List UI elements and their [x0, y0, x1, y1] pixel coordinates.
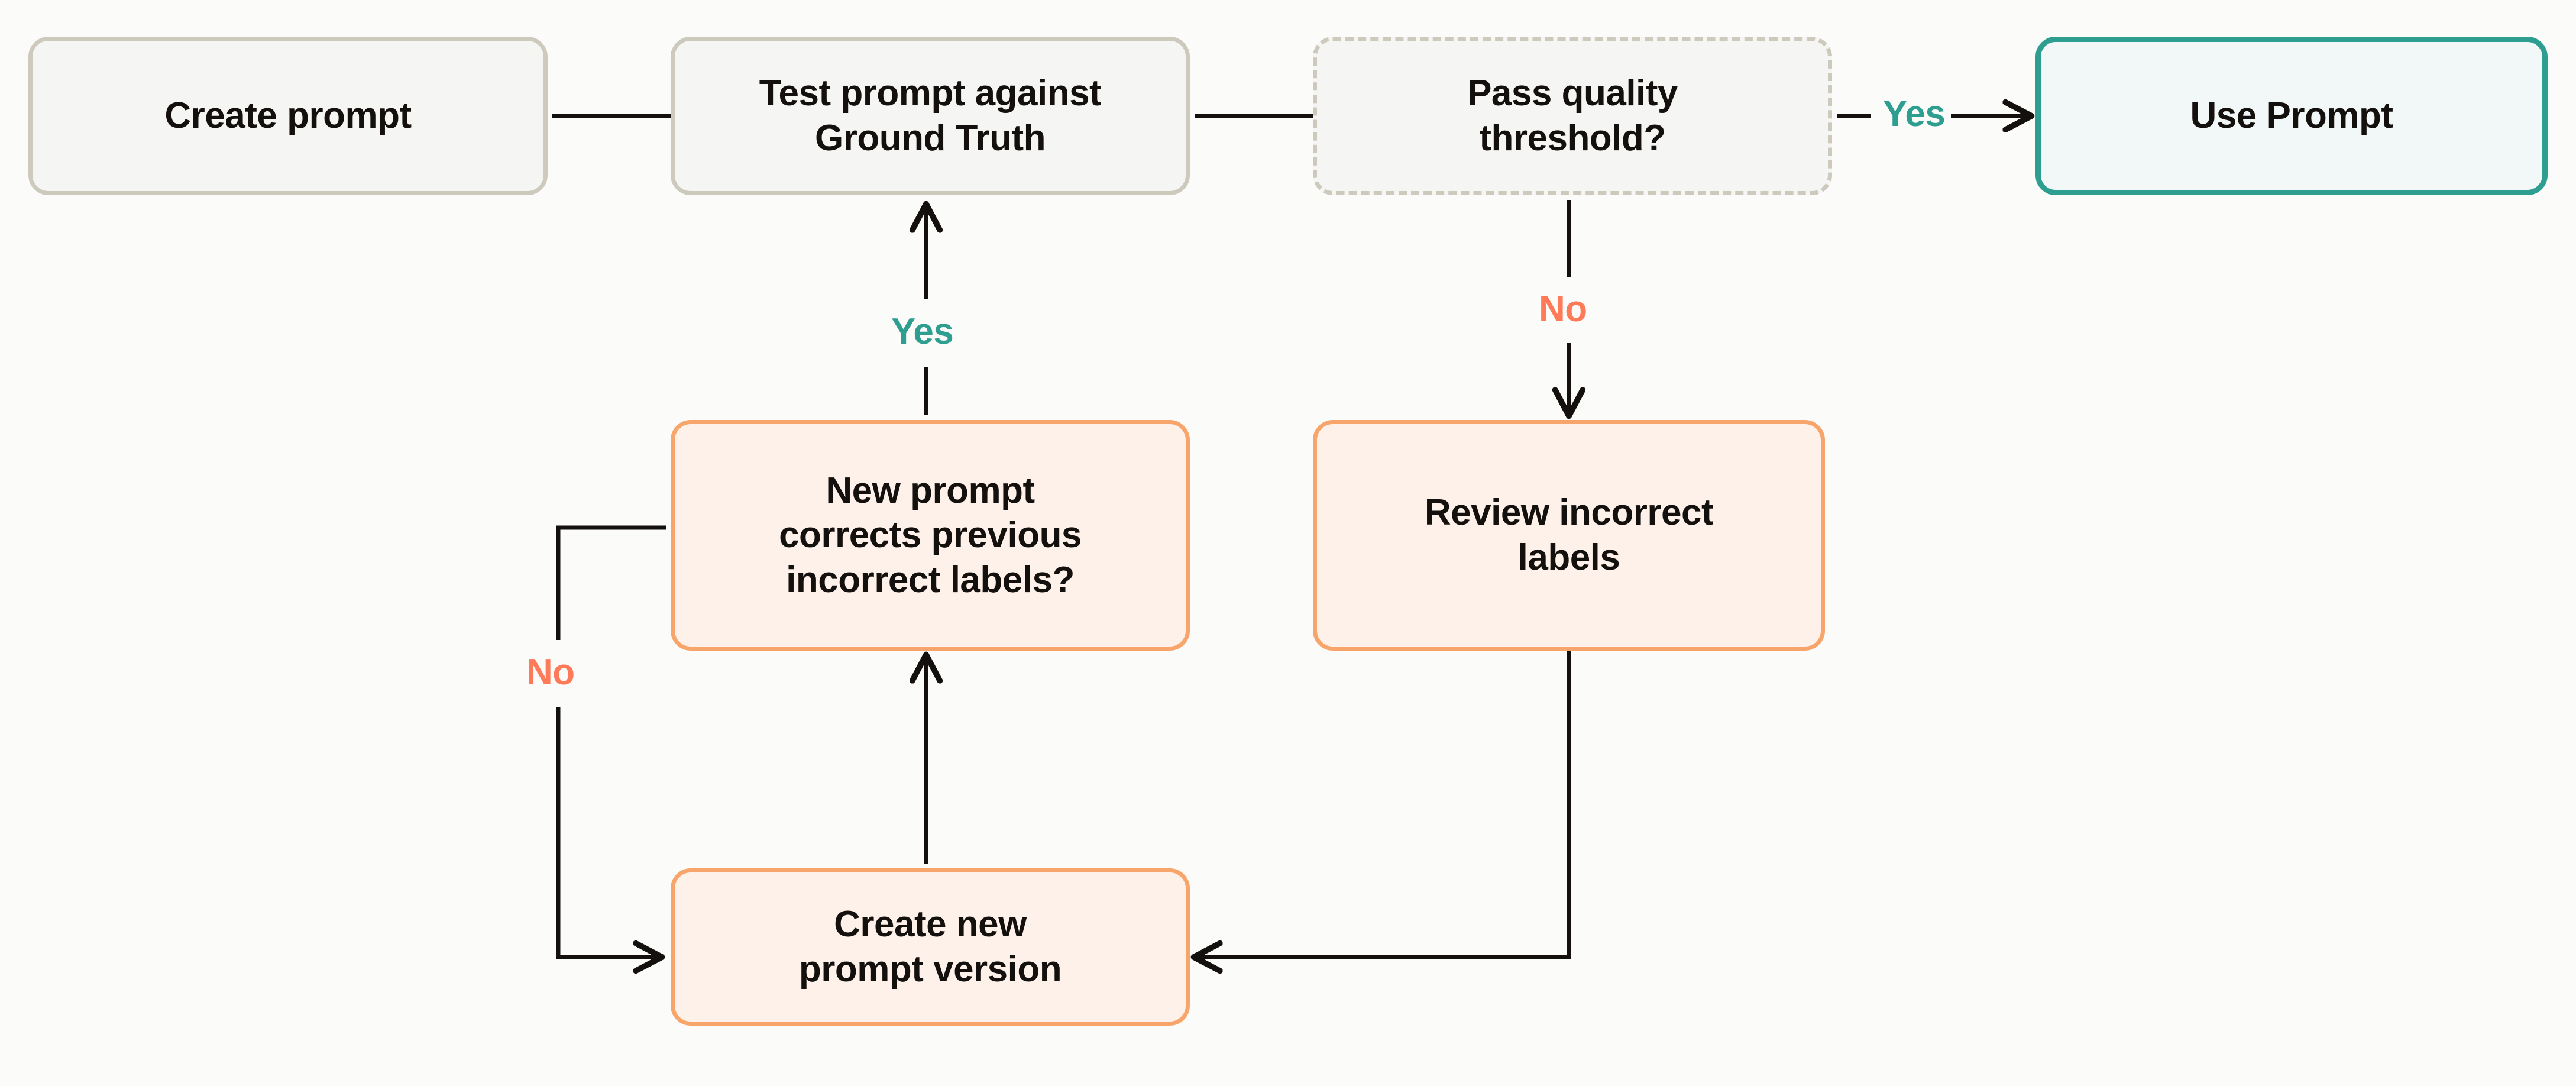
node-new-prompt-corrects-label: New prompt corrects previous incorrect l…: [779, 470, 1082, 600]
node-create-prompt-label: Create prompt: [164, 95, 412, 137]
node-review-incorrect-labels-label: Review incorrect labels: [1424, 492, 1714, 578]
node-create-prompt[interactable]: Create prompt: [28, 37, 548, 195]
edge-label-yes-to-test-prompt: Yes: [885, 312, 960, 351]
node-test-prompt-label: Test prompt against Ground Truth: [759, 73, 1102, 159]
node-review-incorrect-labels[interactable]: Review incorrect labels: [1313, 420, 1825, 651]
node-use-prompt-label: Use Prompt: [2190, 95, 2393, 137]
node-create-new-prompt-version-label: Create new prompt version: [798, 904, 1062, 990]
edge-corrects-to-create-new-a: [556, 525, 666, 640]
node-create-new-prompt-version[interactable]: Create new prompt version: [671, 868, 1190, 1026]
edge-label-no-loop-back: No: [520, 653, 581, 692]
edge-corrects-to-create-new-b: [556, 707, 661, 957]
node-pass-quality-threshold-label: Pass quality threshold?: [1467, 73, 1678, 159]
node-pass-quality-threshold[interactable]: Pass quality threshold?: [1313, 37, 1832, 195]
node-new-prompt-corrects-previous-incorrect-labels[interactable]: New prompt corrects previous incorrect l…: [671, 420, 1190, 651]
edge-review-to-create-new: [1195, 651, 1571, 957]
edge-label-no-to-review: No: [1533, 290, 1593, 329]
node-use-prompt[interactable]: Use Prompt: [2035, 37, 2548, 195]
node-test-prompt-against-ground-truth[interactable]: Test prompt against Ground Truth: [671, 37, 1190, 195]
edge-label-yes-to-use-prompt: Yes: [1877, 95, 1952, 134]
